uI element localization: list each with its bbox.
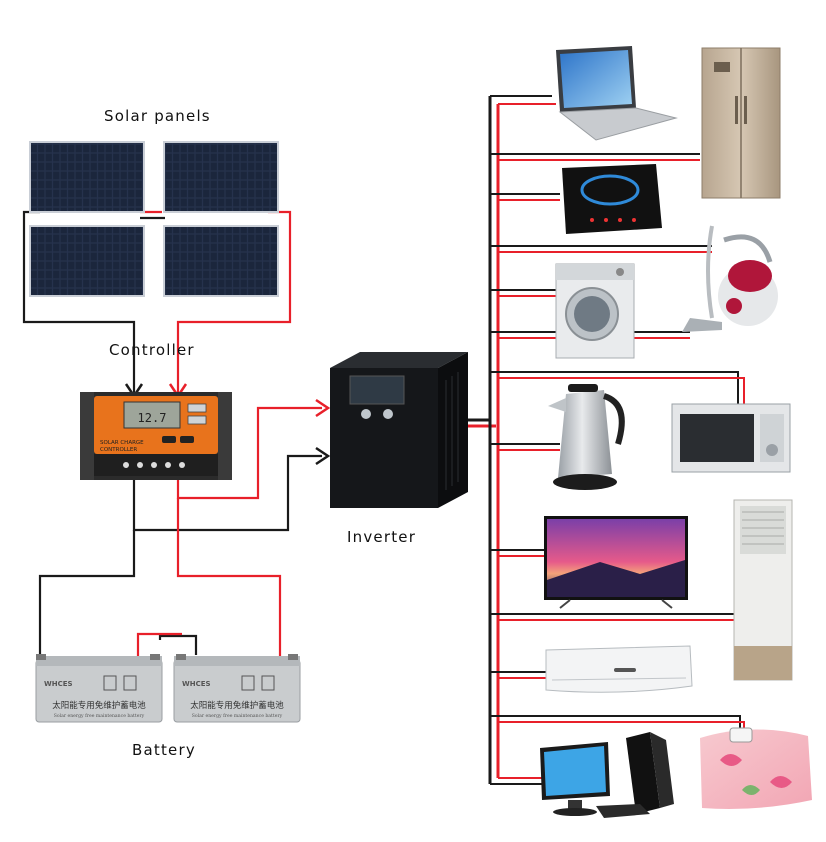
batteries: WHCES 太阳能专用免维护蓄电池 Solar energy free main…	[35, 654, 301, 723]
inverter-knob-left	[361, 409, 371, 419]
inverter-knob-right	[383, 409, 393, 419]
ctrl-inverter-negative	[132, 454, 322, 532]
floor-air-conditioner-icon	[733, 499, 793, 681]
electric-blanket-icon	[700, 727, 812, 809]
battery-left-english: Solar energy free maintenance battery	[54, 713, 145, 719]
controller-line2: CONTROLLER	[100, 447, 137, 453]
inverter-screen	[349, 375, 405, 405]
panel-wire-right-red	[176, 210, 292, 392]
battery-right-chinese: 太阳能专用免维护蓄电池	[190, 700, 284, 711]
ctrl-battery-negative	[38, 530, 136, 656]
solar-panel-top-right	[163, 141, 279, 213]
desktop-computer-icon	[540, 732, 674, 818]
controller-lcd	[123, 401, 181, 429]
battery-right: WHCES 太阳能专用免维护蓄电池 Solar energy free main…	[173, 654, 301, 723]
solar-panel-top-left	[29, 141, 145, 213]
laptop-icon	[556, 46, 678, 141]
battery-right-brand: WHCES	[182, 680, 211, 688]
battery-link-black	[158, 634, 198, 655]
solar-panel-bottom-right	[163, 225, 279, 297]
induction-cooker-icon	[562, 164, 662, 234]
arrow-heads	[124, 383, 331, 466]
solar-panel-bottom-left	[29, 225, 145, 297]
refrigerator-icon	[701, 47, 781, 199]
washing-machine-icon	[555, 263, 635, 359]
battery-left-brand: WHCES	[44, 680, 73, 688]
battery-label: Battery	[132, 741, 196, 759]
electric-kettle-icon	[548, 384, 625, 490]
ctrl-inverter-positive	[176, 406, 322, 500]
vacuum-cleaner-icon	[682, 225, 778, 332]
battery-left: WHCES 太阳能专用免维护蓄电池 Solar energy free main…	[35, 654, 163, 723]
wiring	[22, 96, 500, 784]
battery-right-english: Solar energy free maintenance battery	[192, 713, 283, 719]
solar-panels-label: Solar panels	[104, 107, 211, 125]
microwave-oven-icon	[671, 403, 791, 473]
controller-label: Controller	[109, 341, 195, 359]
ctrl-battery-positive	[176, 498, 282, 656]
controller-display-value: 12.7	[138, 411, 167, 425]
wall-air-conditioner-icon	[545, 645, 693, 693]
solar-panels	[29, 141, 279, 297]
television-icon	[544, 516, 688, 609]
inverter-label: Inverter	[347, 528, 417, 546]
arrow-to-inverter-red	[315, 398, 331, 418]
controller-line1: SOLAR CHARGE	[100, 440, 144, 446]
arrow-to-inverter-black	[315, 446, 331, 466]
inverter	[330, 352, 468, 508]
battery-left-chinese: 太阳能专用免维护蓄电池	[52, 700, 146, 711]
charge-controller: 12.7 SOLAR CHARGE CONTROLLER	[80, 392, 232, 480]
battery-link-red	[136, 632, 182, 656]
